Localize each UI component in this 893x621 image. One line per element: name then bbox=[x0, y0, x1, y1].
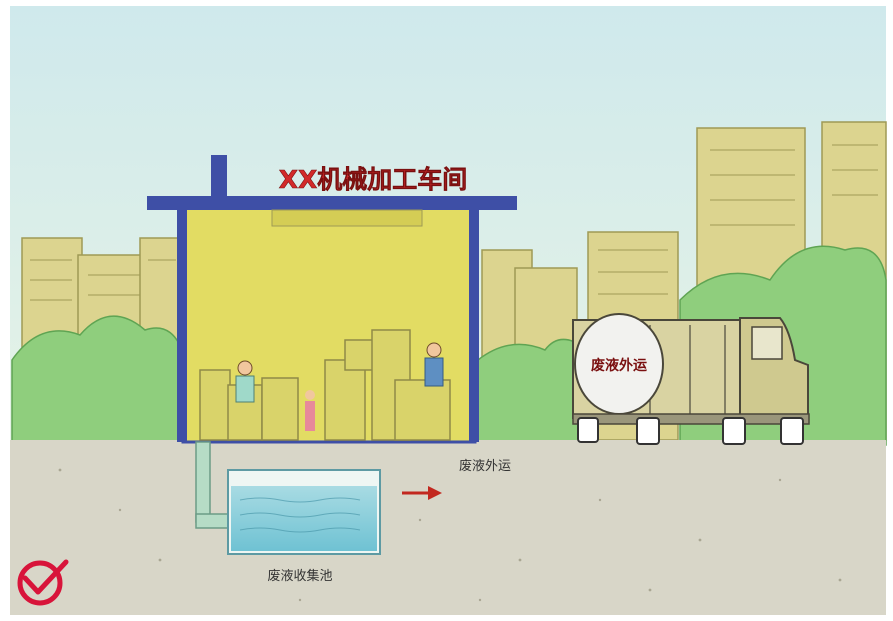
drain-pipe bbox=[195, 441, 233, 529]
worker-left bbox=[235, 360, 255, 403]
truck-bumper bbox=[572, 413, 810, 425]
workshop-machines bbox=[199, 329, 451, 441]
collection-tank bbox=[227, 469, 381, 555]
ground-speckles bbox=[58, 468, 842, 602]
workshop-building bbox=[147, 155, 517, 444]
truck-wheels bbox=[577, 417, 804, 445]
sign-post bbox=[211, 155, 227, 200]
check-logo-icon bbox=[17, 559, 69, 606]
truck-window bbox=[751, 326, 783, 360]
workshop-left-pillar bbox=[177, 206, 187, 442]
workshop-roof bbox=[147, 196, 517, 210]
ground bbox=[10, 440, 886, 615]
worker-right bbox=[424, 342, 444, 387]
workshop-right-pillar bbox=[469, 206, 479, 442]
truck-banner: 废液外运 bbox=[591, 357, 647, 374]
workshop-sign: XX机械加工车间 bbox=[279, 165, 468, 194]
ceiling-beam bbox=[271, 209, 423, 227]
flow-label: 废液外运 bbox=[459, 458, 511, 474]
worker-small bbox=[305, 390, 315, 431]
tank-label: 废液收集池 bbox=[267, 568, 332, 584]
waste-truck bbox=[572, 313, 810, 445]
flow-arrow-icon bbox=[402, 486, 442, 500]
tank-water bbox=[231, 486, 377, 551]
